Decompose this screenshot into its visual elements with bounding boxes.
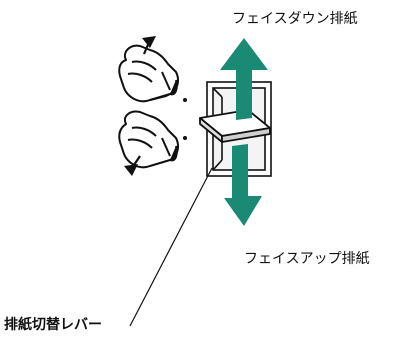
hand-down-motion-arrow-icon <box>124 155 141 176</box>
face-down-output-label: フェイスダウン排紙 <box>232 11 358 27</box>
dot <box>183 98 187 102</box>
hand-up-icon <box>118 44 179 103</box>
switching-lever <box>199 109 271 143</box>
arrow-up-icon <box>220 38 268 120</box>
lever-label: 排紙切替レバー <box>4 317 102 333</box>
lever-leader-line <box>129 167 213 327</box>
hand-down-icon <box>118 110 179 169</box>
arrow-down-icon <box>224 144 262 226</box>
face-up-output-label: フェイスアップ排紙 <box>244 251 370 267</box>
dot <box>183 136 187 140</box>
hand-up-motion-arrow-icon <box>142 36 156 55</box>
